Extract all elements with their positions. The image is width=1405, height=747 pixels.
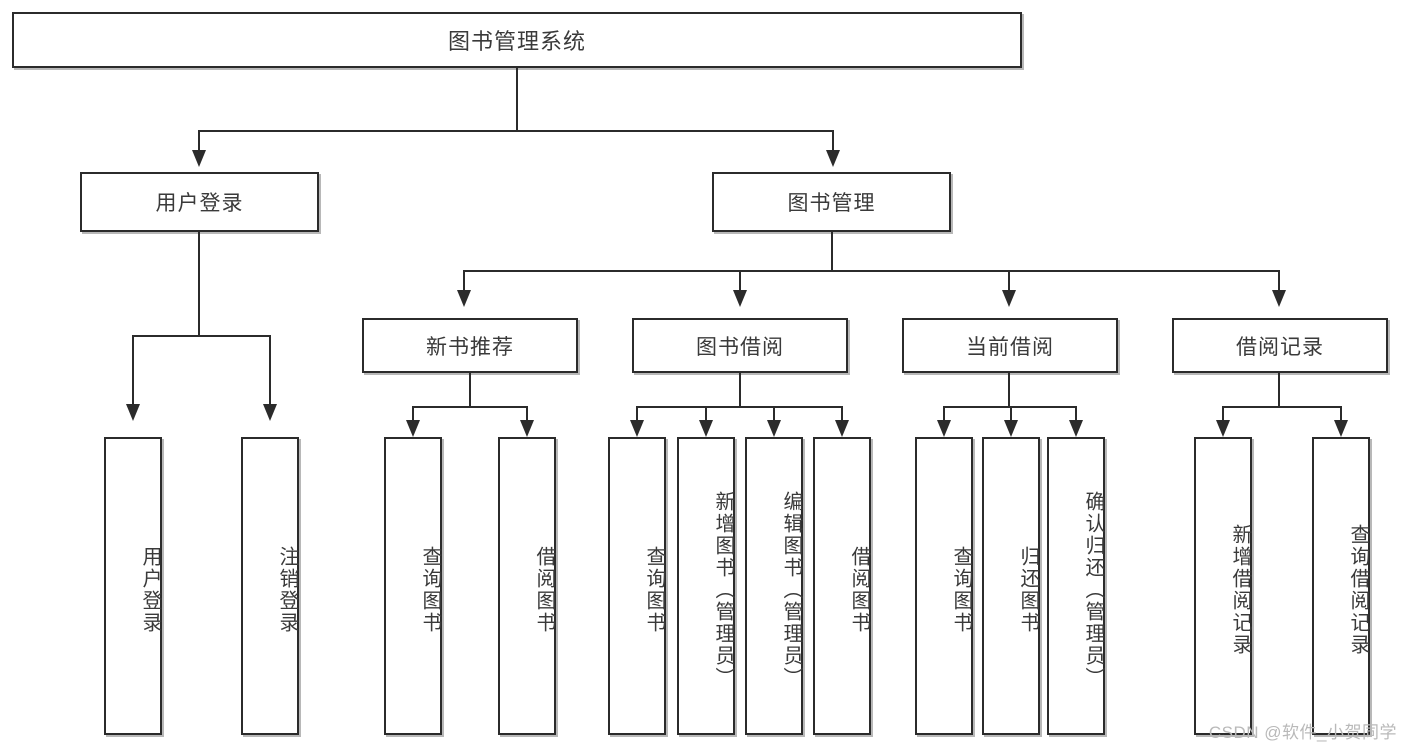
node-label: 查询图书 xyxy=(419,546,441,634)
arrow-to-leaf-return-book xyxy=(1004,420,1018,437)
node-leaf-borrow-book-2[interactable]: 借阅图书 xyxy=(813,437,871,735)
node-current-borrow[interactable]: 当前借阅 xyxy=(902,318,1118,373)
node-leaf-query-record[interactable]: 查询借阅记录 xyxy=(1312,437,1370,735)
arrow-to-leaf-add-record xyxy=(1216,420,1230,437)
node-label: 借阅记录 xyxy=(1236,335,1324,359)
connector-newbook-bar xyxy=(412,406,528,408)
arrow-to-borrow-record xyxy=(1272,290,1286,307)
node-leaf-return-book[interactable]: 归还图书 xyxy=(982,437,1040,735)
node-label: 新增借阅记录 xyxy=(1229,524,1251,656)
arrow-to-leaf-query-book-3 xyxy=(937,420,951,437)
connector-root-stem xyxy=(516,68,518,130)
connector-bookmanage-stem xyxy=(831,232,833,270)
node-label: 新书推荐 xyxy=(426,335,514,359)
connector-level2-drop-4 xyxy=(1278,270,1280,292)
connector-bookborrow-drop-2 xyxy=(705,406,707,422)
node-label: 当前借阅 xyxy=(966,335,1054,359)
arrow-to-leaf-logout xyxy=(263,404,277,421)
node-label: 图书管理 xyxy=(787,192,876,215)
node-label: 编辑图书（管理员） xyxy=(780,491,802,689)
arrow-to-new-book-rec xyxy=(457,290,471,307)
connector-bookborrow-drop-4 xyxy=(841,406,843,422)
connector-bookborrow-bar xyxy=(636,406,843,408)
connector-borrowrecord-bar xyxy=(1222,406,1342,408)
connector-level2-drop-3 xyxy=(1008,270,1010,292)
connector-newbook-drop-2 xyxy=(526,406,528,422)
node-borrow-record[interactable]: 借阅记录 xyxy=(1172,318,1388,373)
node-label: 查询图书 xyxy=(643,546,665,634)
arrow-to-leaf-confirm-return xyxy=(1069,420,1083,437)
node-leaf-user-login[interactable]: 用户登录 xyxy=(104,437,162,735)
arrow-to-leaf-borrow-book-1 xyxy=(520,420,534,437)
connector-currentborrow-drop-1 xyxy=(943,406,945,422)
arrow-to-current-borrow xyxy=(1002,290,1016,307)
connector-level1-bar xyxy=(198,130,834,132)
connector-level1-drop-right xyxy=(832,130,834,152)
node-label: 图书借阅 xyxy=(696,335,784,359)
node-label: 图书管理系统 xyxy=(447,29,586,54)
connector-level2-drop-2 xyxy=(739,270,741,292)
arrow-to-book-borrow xyxy=(733,290,747,307)
connector-borrowrecord-drop-2 xyxy=(1340,406,1342,422)
connector-userlogin-drop-1 xyxy=(132,335,134,405)
arrow-to-leaf-query-book-1 xyxy=(406,420,420,437)
connector-userlogin-stem xyxy=(198,232,200,335)
arrow-to-book-manage xyxy=(826,150,840,167)
connector-bookborrow-drop-3 xyxy=(773,406,775,422)
arrow-to-leaf-edit-book xyxy=(767,420,781,437)
connector-currentborrow-drop-2 xyxy=(1010,406,1012,422)
node-leaf-add-book[interactable]: 新增图书（管理员） xyxy=(677,437,735,735)
node-leaf-add-record[interactable]: 新增借阅记录 xyxy=(1194,437,1252,735)
connector-currentborrow-drop-3 xyxy=(1075,406,1077,422)
arrow-to-user-login xyxy=(192,150,206,167)
connector-borrowrecord-drop-1 xyxy=(1222,406,1224,422)
node-label: 归还图书 xyxy=(1017,546,1039,634)
arrow-to-leaf-borrow-book-2 xyxy=(835,420,849,437)
node-label: 查询借阅记录 xyxy=(1347,524,1369,656)
connector-level1-drop-left xyxy=(198,130,200,152)
connector-userlogin-drop-2 xyxy=(269,335,271,405)
node-book-manage[interactable]: 图书管理 xyxy=(712,172,951,232)
arrow-to-leaf-query-record xyxy=(1334,420,1348,437)
node-user-login[interactable]: 用户登录 xyxy=(80,172,319,232)
connector-bookborrow-drop-1 xyxy=(636,406,638,422)
connector-borrowrecord-stem xyxy=(1278,373,1280,406)
node-leaf-query-book-2[interactable]: 查询图书 xyxy=(608,437,666,735)
node-label: 注销登录 xyxy=(276,546,298,634)
node-label: 用户登录 xyxy=(139,546,161,634)
connector-bookborrow-stem xyxy=(739,373,741,406)
arrow-to-leaf-add-book xyxy=(699,420,713,437)
node-label: 借阅图书 xyxy=(533,546,555,634)
node-book-borrow[interactable]: 图书借阅 xyxy=(632,318,848,373)
arrow-to-leaf-user-login xyxy=(126,404,140,421)
node-label: 确认归还（管理员） xyxy=(1082,491,1104,689)
connector-userlogin-bar xyxy=(132,335,270,337)
connector-level2-bar xyxy=(463,270,1280,272)
node-label: 查询图书 xyxy=(950,546,972,634)
connector-currentborrow-stem xyxy=(1008,373,1010,406)
connector-newbook-stem xyxy=(469,373,471,406)
node-label: 新增图书（管理员） xyxy=(712,491,734,689)
node-label: 借阅图书 xyxy=(848,546,870,634)
node-leaf-borrow-book-1[interactable]: 借阅图书 xyxy=(498,437,556,735)
node-leaf-confirm-return[interactable]: 确认归还（管理员） xyxy=(1047,437,1105,735)
node-root-system[interactable]: 图书管理系统 xyxy=(12,12,1022,68)
connector-newbook-drop-1 xyxy=(412,406,414,422)
arrow-to-leaf-query-book-2 xyxy=(630,420,644,437)
connector-level2-drop-1 xyxy=(463,270,465,292)
node-leaf-logout[interactable]: 注销登录 xyxy=(241,437,299,735)
node-leaf-query-book-3[interactable]: 查询图书 xyxy=(915,437,973,735)
node-label: 用户登录 xyxy=(155,192,244,215)
node-new-book-rec[interactable]: 新书推荐 xyxy=(362,318,578,373)
node-leaf-query-book-1[interactable]: 查询图书 xyxy=(384,437,442,735)
node-leaf-edit-book[interactable]: 编辑图书（管理员） xyxy=(745,437,803,735)
